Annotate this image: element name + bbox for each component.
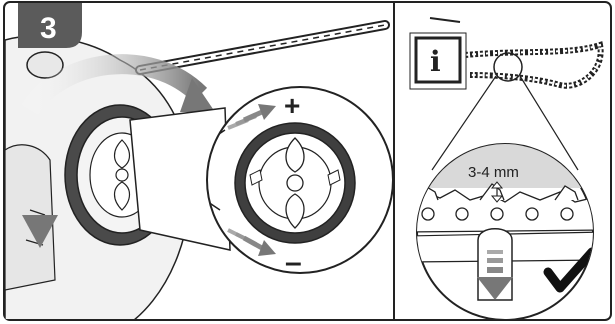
info-letter: i — [430, 45, 441, 78]
step-badge: 3 — [18, 3, 82, 48]
plus-label: + — [284, 90, 300, 121]
info-icon: i — [410, 33, 466, 89]
minus-label: – — [285, 246, 302, 279]
tension-measurement-label: 3-4 mm — [468, 164, 519, 181]
step-number: 3 — [40, 12, 57, 45]
